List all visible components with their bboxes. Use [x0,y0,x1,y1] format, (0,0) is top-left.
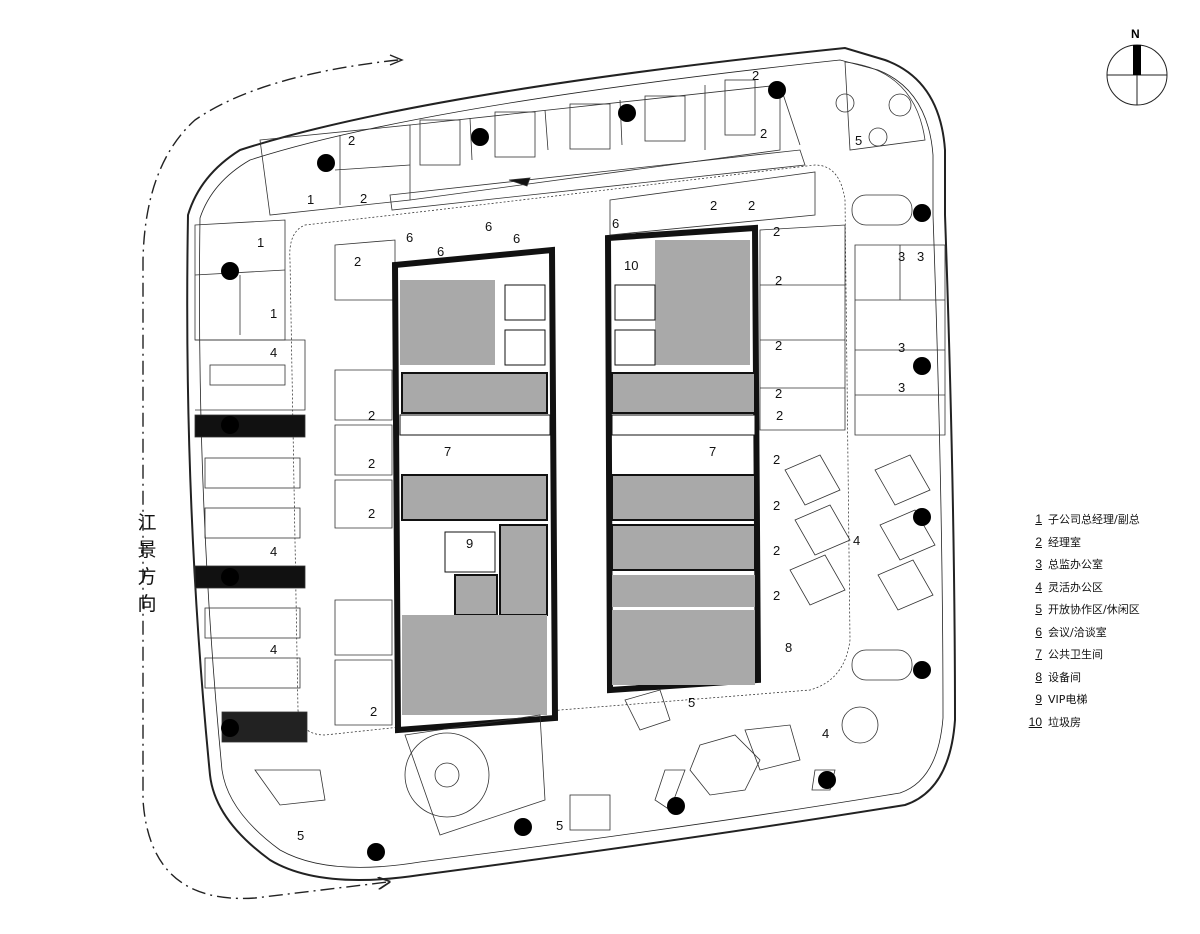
legend-number: 2 [1035,534,1042,549]
legend-text: 子公司总经理/副总 [1048,513,1140,527]
river-view-label: 江 景 方 向 [136,510,158,618]
room-number-label: 2 [773,588,780,603]
river-char: 向 [137,593,157,615]
room-number-label: 1 [270,306,277,321]
river-char: 江 [137,512,157,534]
east-workstations [784,454,936,611]
room-number-label: 3 [898,249,905,264]
room-number-label: 2 [710,198,717,213]
room-number-label: 2 [368,456,375,471]
legend-number: 8 [1035,669,1042,684]
room-number-label: 2 [773,224,780,239]
building-outline [186,46,957,881]
room-number-label: 5 [855,133,862,148]
legend-number: 6 [1035,624,1042,639]
room-number-label: 5 [297,828,304,843]
legend-text: 经理室 [1048,535,1081,549]
legend-text: 公共卫生间 [1048,648,1103,662]
room-number-label: 9 [466,536,473,551]
room-number-label: 6 [406,230,413,245]
room-number-label: 1 [257,235,264,250]
room-number-label: 2 [752,68,759,83]
legend-item: 8 设备间 [1028,666,1198,689]
room-number-label: 2 [360,191,367,206]
legend-text: 会议/洽谈室 [1048,625,1107,639]
legend-number: 9 [1035,692,1042,707]
room-number-label: 2 [775,273,782,288]
room-number-label: 2 [748,198,755,213]
room-number-label: 8 [785,640,792,655]
room-number-label: 2 [368,506,375,521]
room-number-label: 2 [760,126,767,141]
west-wing [194,219,326,806]
room-number-label: 7 [444,444,451,459]
legend-item: 5 开放协作区/休闲区 [1028,598,1198,621]
compass-north-label: N [1131,27,1140,41]
legend-number: 4 [1035,579,1042,594]
room-number-label: 1 [307,192,314,207]
room-number-label: 3 [917,249,924,264]
room-number-label: 2 [773,543,780,558]
legend-item: 6 会议/洽谈室 [1028,621,1198,644]
east-core [604,224,762,694]
river-char: 景 [137,539,157,561]
room-number-label: 4 [853,533,860,548]
room-number-label: 2 [368,408,375,423]
room-number-label: 2 [773,498,780,513]
legend-text: 灵活办公区 [1048,580,1103,594]
room-number-label: 4 [270,642,277,657]
legend-item: 9 VIP电梯 [1028,688,1198,711]
legend-number: 7 [1035,647,1042,662]
legend-number: 1 [1035,512,1042,527]
legend-text: 设备间 [1048,670,1081,684]
room-number-label: 3 [898,340,905,355]
ne-lounge [835,61,926,151]
river-view-arrow [142,54,404,900]
legend-number: 10 [1028,714,1042,729]
room-number-label: 2 [354,254,361,269]
river-char: 方 [137,566,157,588]
room-number-label: 2 [775,386,782,401]
room-number-label: 6 [612,216,619,231]
legend-number: 5 [1035,602,1042,617]
room-number-label: 2 [776,408,783,423]
room-number-label: 5 [556,818,563,833]
room-number-label: 2 [348,133,355,148]
south-area [404,689,879,836]
room-number-label: 4 [270,345,277,360]
room-number-label: 3 [898,380,905,395]
room-number-label: 4 [270,544,277,559]
north-compass-icon [1106,44,1168,106]
legend-text: 总监办公室 [1048,558,1103,572]
room-number-label: 5 [688,695,695,710]
room-number-label: 2 [370,704,377,719]
legend-number: 3 [1035,557,1042,572]
room-number-label: 2 [775,338,782,353]
structural-columns [221,81,931,861]
west-core-offices [334,239,396,726]
legend-text: 开放协作区/休闲区 [1048,603,1140,617]
legend: 1 子公司总经理/副总 2 经理室 3 总监办公室 4 灵活办公区 5 开放协作区/休闲区… [1028,508,1198,733]
north-corridor [389,149,806,211]
room-number-label: 2 [773,452,780,467]
legend-item: 3 总监办公室 [1028,553,1198,576]
west-core [391,246,559,734]
legend-text: 垃圾房 [1048,715,1081,729]
legend-item: 2 经理室 [1028,531,1198,554]
room-number-label: 6 [513,231,520,246]
legend-text: VIP电梯 [1048,693,1088,707]
legend-item: 4 灵活办公区 [1028,576,1198,599]
legend-item: 7 公共卫生间 [1028,643,1198,666]
room-number-label: 4 [822,726,829,741]
room-number-label: 7 [709,444,716,459]
room-number-label: 10 [624,258,638,273]
legend-item: 10 垃圾房 [1028,711,1198,734]
room-number-label: 6 [485,219,492,234]
legend-item: 1 子公司总经理/副总 [1028,508,1198,531]
room-number-label: 6 [437,244,444,259]
east-wing [609,171,946,681]
